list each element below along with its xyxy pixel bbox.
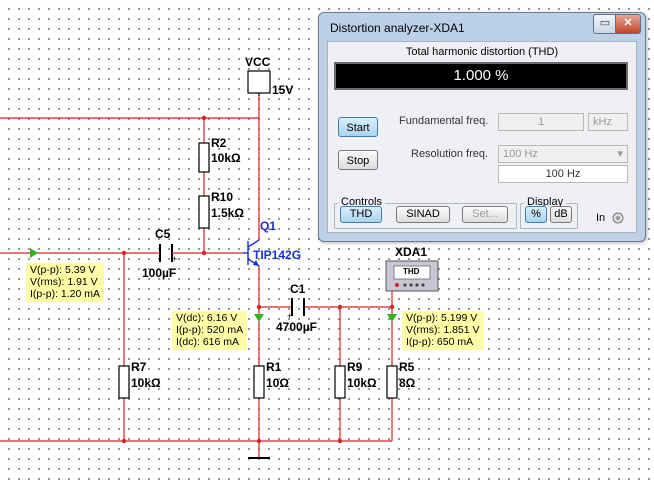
close-button[interactable]: ✕ <box>615 14 641 34</box>
start-button[interactable]: Start <box>338 117 378 137</box>
controls-group <box>334 203 517 229</box>
r1-symbol <box>253 365 265 399</box>
q1-name: Q1 <box>260 219 277 233</box>
probe-input[interactable]: V(p-p): 5.39 V V(rms): 1.91 V I(p-p): 1.… <box>26 263 105 302</box>
chevron-down-icon: ▾ <box>617 148 623 160</box>
r10-value: 1.5kΩ <box>211 206 244 220</box>
c1-plus: + <box>287 311 293 321</box>
probe-input-line: V(p-p): 5.39 V <box>30 264 96 276</box>
stop-button[interactable]: Stop <box>338 150 378 170</box>
probe-output-line: V(p-p): 5.199 V <box>406 312 478 324</box>
vcc-label: VCC <box>245 55 271 69</box>
r2-value: 10kΩ <box>211 151 241 165</box>
c5-name: C5 <box>155 227 171 241</box>
probe-output[interactable]: V(p-p): 5.199 V V(rms): 1.851 V I(p-p): … <box>402 311 484 350</box>
probe-arrow-input <box>30 248 38 258</box>
r9-symbol <box>334 365 346 399</box>
c5-plus: + <box>172 254 178 264</box>
vcc-value: 15V <box>272 83 294 97</box>
c5-value: 100µF <box>142 266 177 280</box>
r1-value: 10Ω <box>266 376 289 390</box>
r7-symbol <box>118 365 130 399</box>
resolution-freq-readout: 100 Hz <box>498 165 628 183</box>
display-group-title: Display <box>524 196 567 208</box>
probe-input-line: V(rms): 1.91 V <box>30 276 98 288</box>
c1-name: C1 <box>290 282 306 296</box>
percent-button[interactable]: % <box>525 206 547 223</box>
r7-value: 10kΩ <box>131 376 161 390</box>
r10-name: R10 <box>211 190 234 204</box>
in-label: In <box>596 212 606 224</box>
probe-arrow-output <box>387 314 397 322</box>
resolution-freq-selected: 100 Hz <box>503 148 538 160</box>
r7-name: R7 <box>131 360 147 374</box>
r1-name: R1 <box>266 360 282 374</box>
xda1-name: XDA1 <box>395 245 428 259</box>
r2-symbol <box>198 142 210 173</box>
resolution-freq-select[interactable]: 100 Hz ▾ <box>498 145 628 163</box>
probe-emitter-line: V(dc): 6.16 V <box>176 312 238 324</box>
r2-name: R2 <box>211 136 227 150</box>
r5-symbol <box>386 365 398 399</box>
fundamental-unit-select[interactable]: kHz <box>588 113 628 131</box>
db-button[interactable]: dB <box>550 206 572 223</box>
set-button[interactable]: Set... <box>462 206 508 223</box>
minimize-button[interactable]: ▭ <box>593 14 617 34</box>
input-terminal-icon[interactable] <box>612 212 624 224</box>
probe-output-line: V(rms): 1.851 V <box>406 324 480 336</box>
thd-button[interactable]: THD <box>340 206 382 223</box>
thd-readout: 1.000 % <box>334 62 628 90</box>
r9-name: R9 <box>347 360 363 374</box>
r10-symbol <box>198 195 210 229</box>
r5-value: 8Ω <box>399 376 416 390</box>
resolution-freq-label: Resolution freq. <box>411 148 489 160</box>
vcc-symbol <box>247 70 271 94</box>
probe-input-line: I(p-p): 1.20 mA <box>30 288 101 300</box>
distortion-analyzer-window: Distortion analyzer-XDA1 ▭ ✕ Total harmo… <box>318 12 646 242</box>
probe-emitter-line: I(dc): 616 mA <box>176 336 240 348</box>
xda1-thd-text: THD <box>403 267 420 276</box>
probe-output-line: I(p-p): 650 mA <box>406 336 474 348</box>
thd-caption: Total harmonic distortion (THD) <box>405 46 559 58</box>
probe-emitter[interactable]: V(dc): 6.16 V I(p-p): 520 mA I(dc): 616 … <box>172 311 248 350</box>
c1-value: 4700µF <box>276 320 317 334</box>
probe-arrow-emitter <box>254 314 264 322</box>
sinad-button[interactable]: SINAD <box>396 206 450 223</box>
r9-value: 10kΩ <box>347 376 377 390</box>
q1-value: TIP142G <box>253 248 302 262</box>
window-title: Distortion analyzer-XDA1 <box>330 21 465 35</box>
fundamental-freq-input[interactable]: 1 <box>498 113 584 131</box>
analyzer-panel: Total harmonic distortion (THD) 1.000 % … <box>327 41 637 233</box>
probe-emitter-line: I(p-p): 520 mA <box>176 324 244 336</box>
controls-group-title: Controls <box>338 196 385 208</box>
r5-name: R5 <box>399 360 415 374</box>
xda1-instrument <box>385 260 439 292</box>
fundamental-freq-label: Fundamental freq. <box>399 115 489 127</box>
